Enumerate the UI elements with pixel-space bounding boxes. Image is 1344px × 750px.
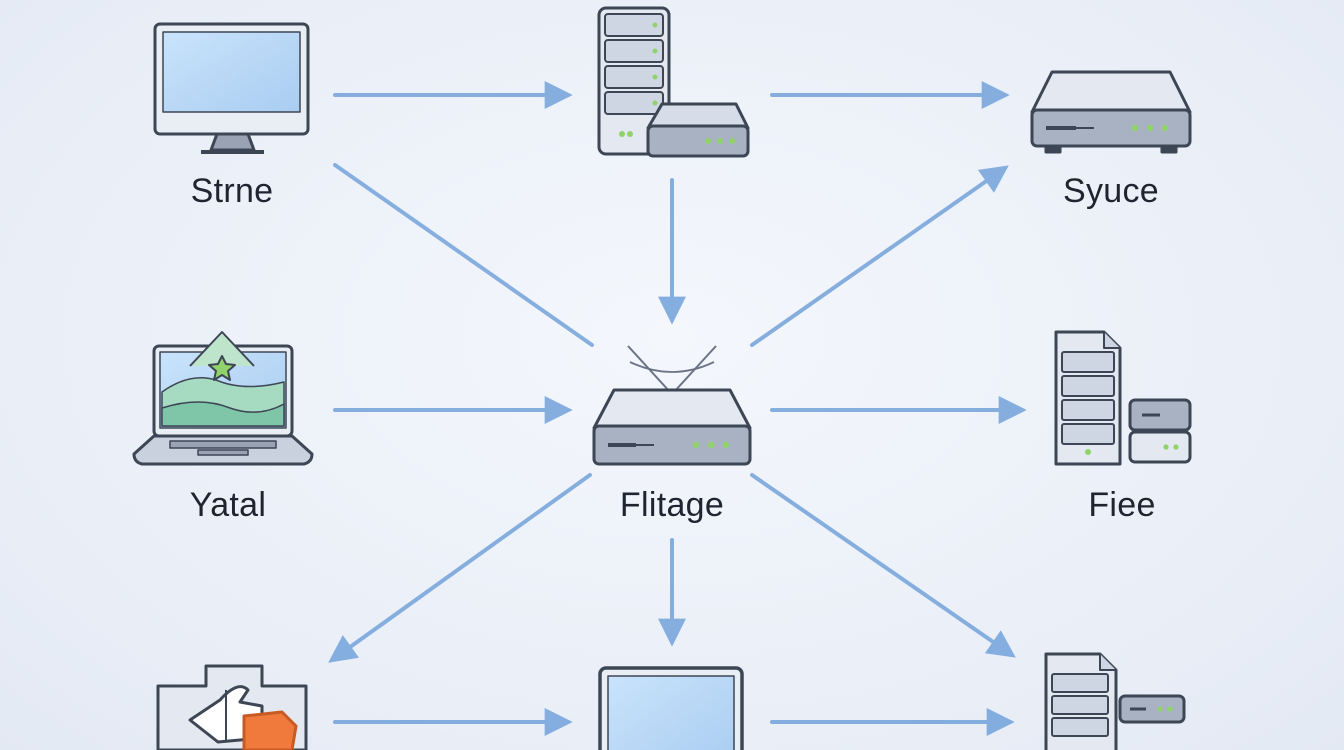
arrow-center-to-bottomleft xyxy=(328,473,592,663)
node-label-yatal: Yatal xyxy=(189,486,267,524)
node-label-syuce: Syuce xyxy=(1063,172,1159,210)
file-server-icon xyxy=(1044,652,1186,750)
arrow-center-to-bottomright xyxy=(750,473,1016,658)
server-with-switch-icon xyxy=(597,6,750,158)
arrow-center-to-topright xyxy=(750,165,1009,347)
network-switch-icon xyxy=(1030,70,1192,154)
puzzle-share-icon xyxy=(156,664,308,750)
node-label-fiee: Fiee xyxy=(1088,486,1156,524)
desktop-monitor-icon xyxy=(153,22,310,154)
monitor-icon xyxy=(598,666,744,750)
arrow-topleft-to-center xyxy=(333,163,594,347)
node-label-flitage: Flitage xyxy=(619,486,725,524)
router-hub-icon xyxy=(592,345,752,466)
node-label-strne: Strne xyxy=(190,172,274,210)
laptop-icon xyxy=(132,331,314,466)
file-server-icon xyxy=(1054,330,1192,466)
